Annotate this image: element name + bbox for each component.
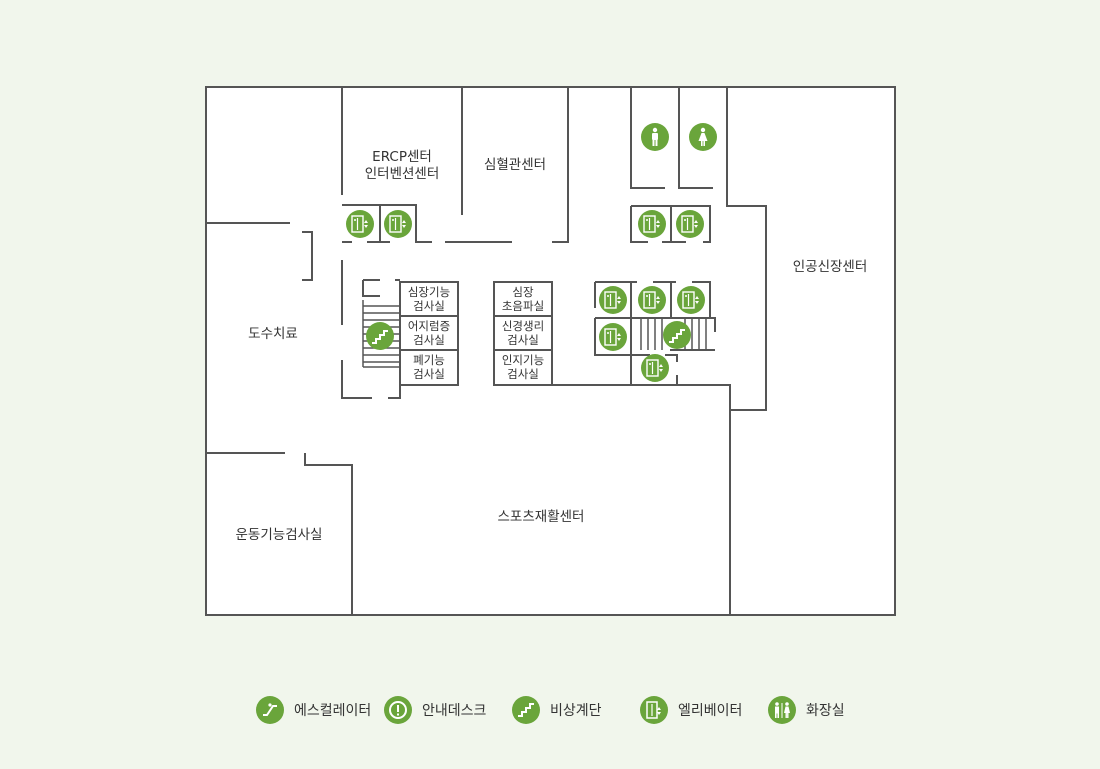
- legend-escalator[interactable]: 에스컬레이터: [256, 695, 371, 725]
- info-desk-icon: [384, 696, 412, 724]
- stair-treads-left: [362, 300, 400, 368]
- legend-label: 안내데스크: [422, 703, 487, 719]
- elevator-icon[interactable]: [345, 209, 375, 239]
- cardiac-echo-sub-label: 초음파실: [502, 299, 544, 313]
- cardiac-echo-label: 심장: [512, 285, 534, 299]
- dialysis-center-label: 인공신장센터: [793, 259, 868, 275]
- sports-rehab-center-label: 스포츠재활센터: [498, 509, 585, 525]
- ercp-center-label: ERCP센터: [372, 149, 432, 165]
- neurophysiology-sub-label: 검사실: [507, 333, 539, 347]
- cardiac-function-label: 심장기능: [408, 285, 450, 299]
- vertigo-test-label: 어지럼증: [408, 319, 450, 333]
- intervention-center-label: 인터벤션센터: [365, 166, 440, 182]
- elevator-icon[interactable]: [640, 353, 670, 383]
- legend-label: 비상계단: [550, 703, 602, 719]
- cognitive-function-label: 인지기능: [502, 353, 544, 367]
- emergency-stairs-icon: [512, 696, 540, 724]
- male-restroom-icon[interactable]: [641, 123, 669, 151]
- elevator-icon[interactable]: [637, 209, 667, 239]
- cardiovascular-center-label: 심혈관센터: [484, 157, 546, 173]
- legend-emergency-stairs[interactable]: 비상계단: [512, 695, 602, 725]
- manual-therapy-label: 도수치료: [248, 326, 298, 342]
- map-legend: 에스컬레이터 안내데스크 비상계단 엘리베이터 화장실: [0, 690, 1100, 730]
- restroom-icon: [768, 696, 796, 724]
- legend-label: 엘리베이터: [678, 703, 743, 719]
- elevator-icon[interactable]: [598, 322, 628, 352]
- legend-label: 에스컬레이터: [294, 703, 372, 719]
- neurophysiology-label: 신경생리: [502, 319, 544, 333]
- cognitive-function-sub-label: 검사실: [507, 367, 539, 381]
- lung-function-label: 폐기능: [413, 353, 445, 367]
- elevator-icon[interactable]: [675, 209, 705, 239]
- vertigo-test-sub-label: 검사실: [413, 333, 445, 347]
- legend-restroom[interactable]: 화장실: [768, 695, 845, 725]
- motor-function-test-label: 운동기능검사실: [236, 527, 323, 543]
- legend-label: 화장실: [806, 703, 845, 719]
- escalator-icon: [256, 696, 284, 724]
- cardiac-function-sub-label: 검사실: [413, 299, 445, 313]
- legend-info-desk[interactable]: 안내데스크: [384, 695, 486, 725]
- emergency-stairs-icon[interactable]: [662, 320, 692, 350]
- legend-elevator[interactable]: 엘리베이터: [640, 695, 742, 725]
- elevator-icon[interactable]: [383, 209, 413, 239]
- lung-function-sub-label: 검사실: [413, 367, 445, 381]
- floor-map: ERCP센터 인터벤션센터 심혈관센터 인공신장센터 도수치료 운동기능검사실 …: [205, 86, 896, 616]
- elevator-icon: [640, 696, 668, 724]
- elevator-icon[interactable]: [637, 285, 667, 315]
- female-restroom-icon[interactable]: [689, 123, 717, 151]
- emergency-stairs-icon[interactable]: [365, 321, 395, 351]
- elevator-icon[interactable]: [598, 285, 628, 315]
- elevator-icon[interactable]: [676, 285, 706, 315]
